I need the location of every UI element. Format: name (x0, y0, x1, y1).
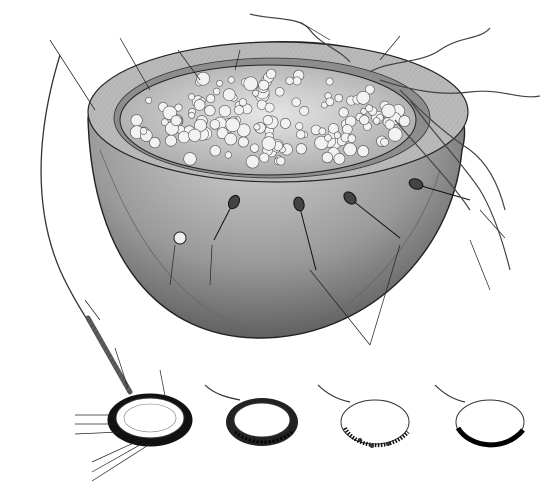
cortical-granule (348, 135, 356, 143)
cortical-granule (150, 137, 161, 148)
cortical-granule (292, 98, 301, 107)
cortical-granule (225, 133, 237, 145)
cortical-granule (210, 120, 220, 130)
cortical-granule (399, 116, 410, 127)
cortical-granule (335, 94, 343, 102)
cortical-granule (189, 112, 195, 118)
cortical-granule (165, 135, 176, 146)
cortical-granule (326, 78, 333, 85)
cortical-granule (275, 87, 284, 96)
cortical-granule (131, 115, 142, 126)
cortical-granule (262, 137, 276, 151)
cortical-granule (205, 105, 216, 116)
cortical-granule (293, 77, 301, 85)
cortical-granule (244, 77, 258, 91)
cortical-granule (358, 146, 369, 157)
cortical-granule (140, 128, 147, 135)
cortical-granule (266, 69, 276, 79)
cortical-granule (250, 144, 259, 153)
cortical-granule (388, 127, 402, 141)
cortical-granule (226, 118, 240, 132)
cortical-granule (296, 144, 306, 154)
cortical-granule (322, 152, 333, 163)
cortical-granule (373, 118, 380, 125)
cortical-granule (286, 77, 294, 85)
cortical-granule (260, 153, 269, 162)
cortical-granule (239, 99, 247, 107)
cortical-granule (360, 115, 370, 125)
cortical-granule (210, 146, 221, 157)
cortical-granule (277, 157, 285, 165)
cortical-granule (366, 105, 373, 112)
cortical-granule (296, 130, 305, 139)
cortical-granule (325, 135, 332, 142)
acrosome-stage-4 (435, 385, 524, 445)
cortical-granule (253, 90, 259, 96)
cortical-granule (334, 132, 341, 139)
cortical-granule (228, 77, 235, 84)
cortical-granule (259, 80, 269, 90)
cortical-granule (385, 120, 394, 129)
cortical-granule (357, 91, 370, 104)
cortical-granule (382, 104, 395, 117)
cortical-granule (343, 124, 353, 134)
cortical-granule (223, 89, 235, 101)
acrosome-stage-2 (205, 385, 298, 446)
cortical-granule (225, 152, 232, 159)
cortical-granule (280, 118, 290, 128)
cortical-granule (189, 129, 201, 141)
cortical-granule (300, 106, 309, 115)
cortical-granule (207, 94, 215, 102)
cortical-granule (265, 103, 274, 112)
cortical-granule (344, 143, 357, 156)
egg-hemisphere (88, 42, 468, 338)
cortical-granule (334, 153, 345, 164)
cortical-granule (339, 108, 349, 118)
cortical-granule (263, 115, 273, 125)
cortical-granule (219, 105, 231, 117)
cortical-granule (184, 153, 197, 166)
cortical-granule (326, 98, 334, 106)
cortical-granule (296, 123, 303, 130)
cortical-granule (246, 155, 259, 168)
cortical-granule (171, 115, 181, 125)
cortical-granule (238, 137, 248, 147)
cortical-granule (178, 131, 190, 143)
cortical-granule (319, 128, 326, 135)
cortical-granule (235, 106, 244, 115)
acrosome-stage-3 (318, 385, 409, 448)
cortical-granule (381, 138, 389, 146)
cortical-granule (188, 94, 194, 100)
cortical-granule (217, 80, 223, 86)
cortical-granule (254, 124, 260, 130)
cortical-granule (213, 88, 220, 95)
cortical-granule (146, 97, 152, 103)
cortical-granule (194, 99, 205, 110)
